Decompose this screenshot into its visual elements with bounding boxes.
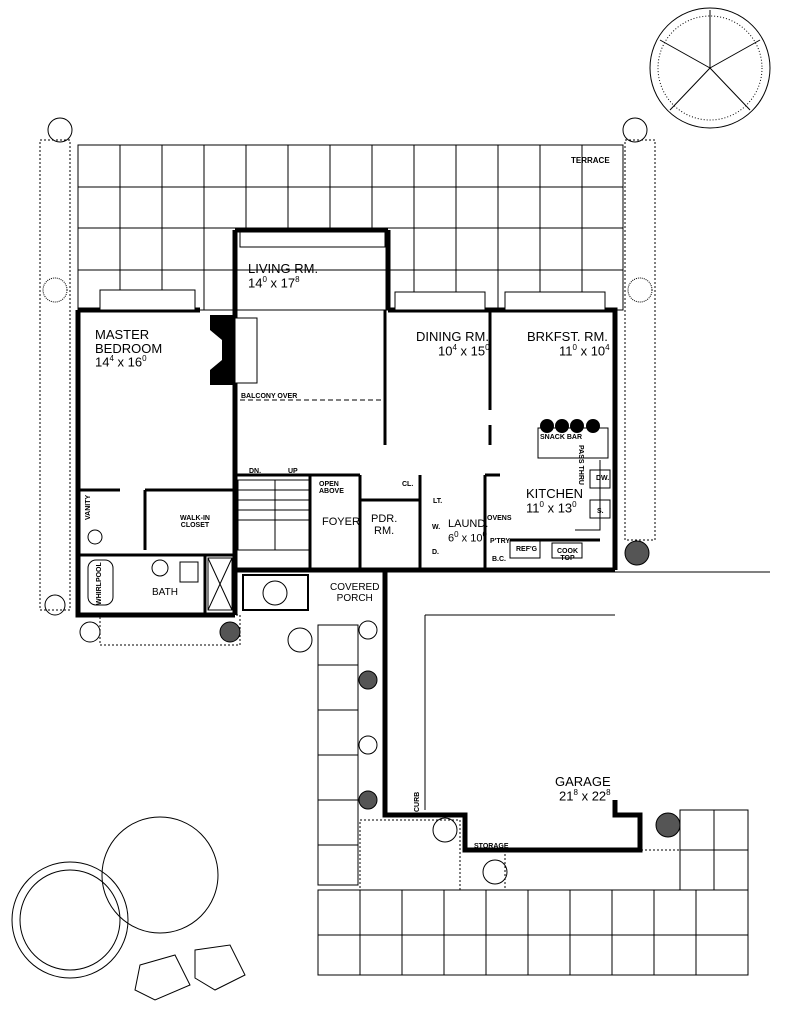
master-bedroom-dims: 144 x 160 xyxy=(95,354,147,370)
dining-room-label: DINING RM. 104 x 150 xyxy=(416,329,490,358)
shrubs xyxy=(42,117,681,885)
whirlpool-label: WHIRLPOOL xyxy=(96,562,103,605)
fireplace xyxy=(210,315,258,385)
shower xyxy=(207,557,233,611)
closet-label: CL. xyxy=(402,481,414,488)
foyer-label: FOYER xyxy=(322,516,360,528)
trees-lower-left xyxy=(11,816,246,1001)
tree-large xyxy=(649,7,771,129)
whirlpool-tub xyxy=(87,559,114,606)
ovens-label: OVENS xyxy=(487,515,512,522)
driveway-paving xyxy=(317,624,749,976)
washer-label: W. xyxy=(432,524,441,531)
bath-label: BATH xyxy=(152,587,178,598)
pass-thru-label: PASS THRU xyxy=(577,445,584,485)
vanity-sink xyxy=(87,529,103,545)
living-room-dims: 140 x 178 xyxy=(248,274,300,290)
dryer-label: D. xyxy=(432,549,439,556)
dining-room-dims: 104 x 150 xyxy=(438,342,490,358)
breakfast-room-label: BRKFST. RM. 110 x 104 xyxy=(527,329,610,358)
breakfast-room-dims: 110 x 104 xyxy=(559,342,610,358)
stairs xyxy=(237,479,311,551)
bar-stools xyxy=(540,419,600,433)
storage-label: STORAGE xyxy=(474,843,509,850)
terrace-paving xyxy=(77,144,624,311)
toilet xyxy=(179,561,199,583)
kitchen-label: KITCHEN 110 x 130 xyxy=(526,486,584,515)
snack-bar-label: SNACK BAR xyxy=(540,434,582,441)
vanity-label: VANITY xyxy=(85,494,92,520)
stair-up-label: UP xyxy=(288,468,298,475)
living-room-label: LIVING RM. 140 x 178 xyxy=(248,261,319,290)
sink-label: S. xyxy=(597,508,604,515)
balcony-over-label: BALCONY OVER xyxy=(241,393,298,400)
pantry-label: P'TRY xyxy=(490,538,511,545)
laundry-dims: 60 x 100 xyxy=(448,529,487,545)
laundry-tub-label: LT. xyxy=(433,498,443,505)
master-bedroom-label: MASTER BEDROOM 144 x 160 xyxy=(95,327,163,370)
kitchen-dims: 110 x 130 xyxy=(526,499,577,515)
terrace-label: TERRACE xyxy=(571,156,610,165)
garage-dims: 218 x 228 xyxy=(559,787,611,803)
refrigerator-label: REF'G xyxy=(516,546,538,553)
laundry-label: LAUND. 60 x 100 xyxy=(448,518,489,545)
powder-room-label: PDR.RM. xyxy=(371,513,398,537)
interior-walls xyxy=(78,310,600,615)
curb-label: CURB xyxy=(414,791,421,812)
bath-sink xyxy=(151,559,169,577)
windows xyxy=(99,231,606,311)
broom-closet-label: B.C. xyxy=(492,556,506,563)
garage-label: GARAGE 218 x 228 xyxy=(555,774,611,803)
dishwasher-label: DW. xyxy=(596,475,610,482)
stair-down-label: DN. xyxy=(249,468,262,475)
